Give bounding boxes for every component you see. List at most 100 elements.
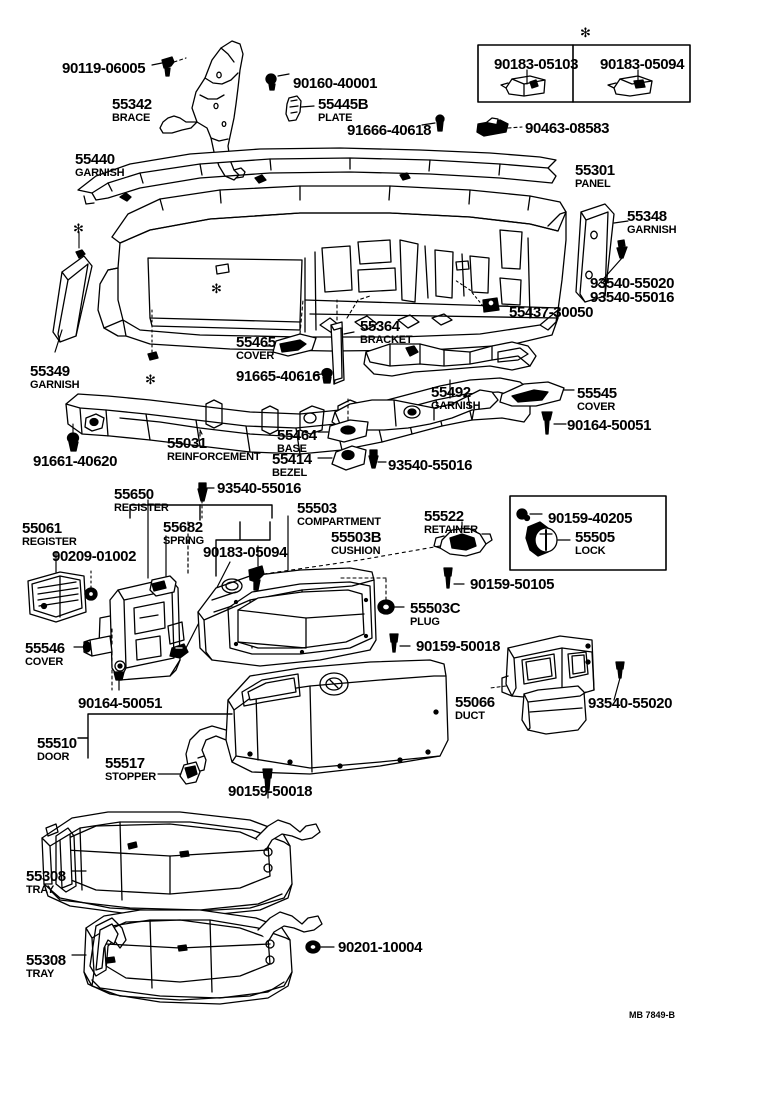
callout-number: 91661-40620 (33, 453, 118, 470)
callout-number: 55349 (30, 363, 70, 380)
callout-desc: PLUG (410, 616, 440, 628)
part-55517-stopper (179, 761, 201, 785)
asterisk-marker-panel-left: ✻ (73, 221, 84, 236)
callout-number: 55061 (22, 520, 62, 537)
asterisk-marker-inset: ✻ (580, 25, 591, 40)
callout-number: 90209-01002 (52, 548, 137, 565)
callout-desc: GARNISH (75, 167, 125, 179)
part-90164-50051-lower (113, 671, 125, 681)
part-93540-55016-left (197, 482, 208, 502)
callout-number: 90119-06005 (62, 60, 146, 77)
callout-desc: COMPARTMENT (297, 516, 381, 528)
callout-90159-50018-right: 90159-50018 (416, 639, 500, 654)
callout-number: 55503B (331, 529, 382, 546)
callout-number: 55650 (114, 486, 154, 503)
callout-number: 55517 (105, 755, 145, 772)
sheet-watermark: MB 7849-B (629, 1010, 676, 1020)
callout-desc: BASE (277, 443, 307, 455)
part-55066-duct (501, 635, 595, 735)
inset-box-clips (477, 44, 691, 103)
part-55349-garnish (52, 255, 93, 343)
callout-90183-05094-inset: 90183-05094 (600, 57, 684, 72)
callout-desc: BRACKET (360, 334, 413, 346)
callout-number: 93540-55020 (590, 275, 675, 292)
part-55510-door (185, 659, 449, 775)
callout-number: 90463-08583 (525, 120, 610, 137)
part-55308-tray-lower (83, 909, 323, 1005)
part-93540-55020-duct (615, 661, 625, 679)
callout-number: 93540-55020 (588, 695, 673, 712)
part-55445B-plate (285, 95, 302, 122)
callout-desc: DOOR (37, 751, 70, 763)
callout-number: 90183-05094 (600, 56, 685, 73)
callout-number: 55066 (455, 694, 495, 711)
callout-number: 55492 (431, 384, 471, 401)
callout-desc: GARNISH (30, 379, 80, 391)
callout-number: 55031 (167, 435, 207, 452)
callout-desc: REGISTER (22, 536, 77, 548)
part-55503B-cushion (248, 565, 265, 591)
part-55505-lock (525, 521, 558, 557)
part-91665-40616 (321, 367, 333, 384)
part-asterisk-markers (75, 249, 86, 259)
callout-91661-40620: 91661-40620 (33, 454, 117, 469)
callout-90183-05094-lower: 90183-05094 (203, 545, 287, 560)
callout-number: 55464 (277, 427, 317, 444)
callout-number: 93540-55016 (388, 457, 473, 474)
callout-93540-55020-duct: 93540-55020 (588, 696, 672, 711)
part-55464-base (327, 419, 369, 443)
part-55682-spring (149, 575, 177, 597)
callout-91665-40616: 91665-40616 (236, 369, 320, 384)
callout-number: 55682 (163, 519, 203, 536)
part-93540-55020 (616, 239, 628, 259)
callout-desc: GARNISH (431, 400, 481, 412)
callout-90119-06005: 90119-06005 (62, 60, 146, 77)
callout-number: 91666-40618 (347, 122, 432, 139)
callout-desc: RETAINER (424, 524, 478, 536)
part-90160-40001 (265, 73, 277, 91)
asterisk-marker-panel-low: ✻ (145, 372, 156, 387)
part-90183-05094-lower (169, 643, 189, 659)
part-55546-cover (82, 635, 113, 657)
callout-desc: TRAY (26, 884, 55, 896)
callout-90164-50051-lower: 90164-50051 (78, 696, 162, 711)
callout-number: 90160-40001 (293, 75, 378, 92)
callout-desc: DUCT (455, 710, 485, 722)
callout-number: 90164-50051 (78, 695, 163, 712)
callout-90209-01002: 90209-01002 (52, 549, 136, 564)
callout-90183-05103: 90183-05103 (494, 57, 578, 72)
callout-desc: TRAY (26, 968, 55, 980)
part-55440-garnish (77, 147, 557, 205)
callout-desc: PLATE (318, 112, 353, 124)
callout-90159-50105: 90159-50105 (470, 577, 554, 592)
part-91661-40620 (66, 432, 80, 452)
part-90119-06005 (161, 56, 175, 77)
callout-90164-50051-upper: 90164-50051 (567, 418, 651, 433)
callout-desc: STOPPER (105, 771, 156, 783)
part-90159-50105 (443, 567, 453, 589)
callout-number: 55348 (627, 208, 667, 225)
callout-number: 55308 (26, 868, 66, 885)
clip-90183-05103 (500, 75, 546, 97)
part-90159-50018-right (389, 633, 399, 653)
callout-number: 55522 (424, 508, 464, 525)
callout-number: 90183-05094 (203, 544, 288, 561)
part-55545-cover (499, 381, 565, 407)
asterisk-marker-panel-mid: ✻ (211, 281, 222, 296)
part-55414-bezel (331, 445, 367, 471)
callout-desc: SPRING (163, 535, 204, 547)
